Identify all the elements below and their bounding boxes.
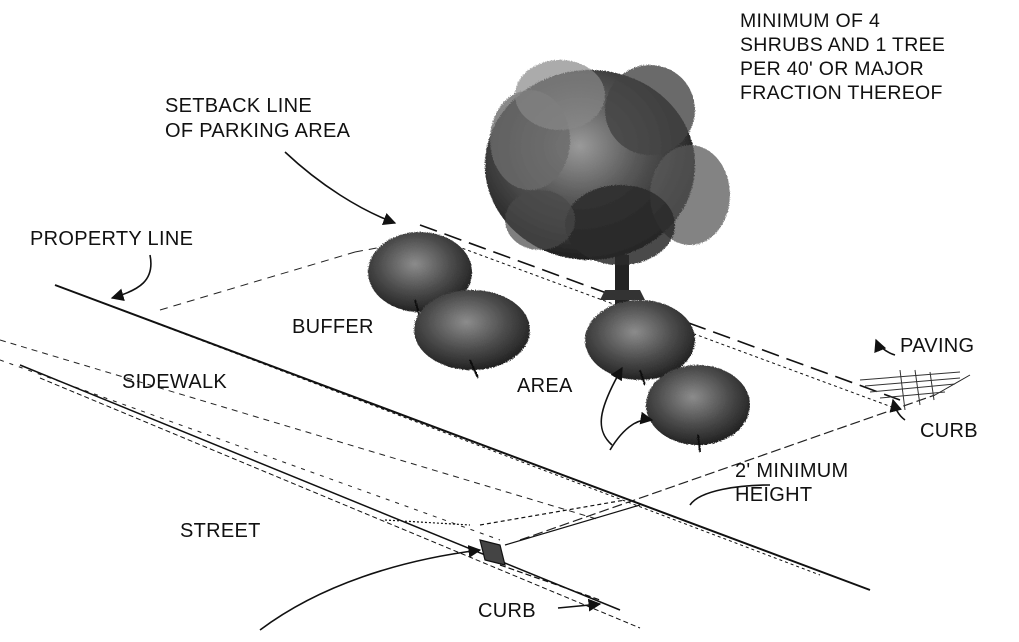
buffer-label: BUFFER bbox=[292, 316, 374, 338]
sidewalk-label: SIDEWALK bbox=[122, 371, 228, 393]
paving-label: PAVING bbox=[900, 335, 975, 357]
curb-label-right: CURB bbox=[920, 420, 978, 442]
setback-line bbox=[419, 224, 901, 411]
property-line-label: PROPERTY LINE bbox=[30, 228, 194, 250]
curb-corner bbox=[384, 499, 641, 601]
planting-requirement-note-line2: SHRUBS AND 1 TREE bbox=[740, 34, 946, 56]
minimum-height-label-line1: 2' MINIMUM bbox=[735, 460, 849, 482]
area-label: AREA bbox=[517, 375, 573, 397]
planting-requirement-note-line3: PER 40' OR MAJOR bbox=[740, 58, 925, 80]
leader-arrows bbox=[110, 151, 906, 631]
shrub-icon bbox=[646, 365, 750, 453]
street-edge-lines bbox=[0, 339, 601, 541]
shrub-icon bbox=[414, 290, 530, 379]
planting-requirement-note-line1: MINIMUM OF 4 bbox=[740, 10, 881, 32]
curb-label-bottom: CURB bbox=[478, 600, 536, 622]
shrub-icon bbox=[585, 300, 695, 386]
property-line bbox=[54, 284, 871, 591]
setback-line-label-line1: SETBACK LINE bbox=[165, 95, 312, 117]
sidewalk-curb-lines bbox=[19, 364, 641, 629]
setback-line-label-line2: OF PARKING AREA bbox=[165, 120, 351, 142]
planting-requirement-note-line4: FRACTION THEREOF bbox=[740, 82, 943, 104]
street-label: STREET bbox=[180, 520, 261, 542]
minimum-height-label-line2: HEIGHT bbox=[735, 484, 813, 506]
tree-icon bbox=[485, 60, 730, 305]
paving-hatching bbox=[859, 369, 961, 411]
